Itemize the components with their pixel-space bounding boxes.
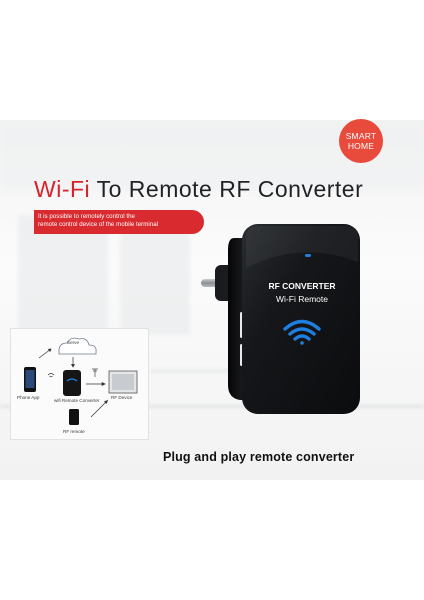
page-title: Wi-Fi To Remote RF Converter	[34, 176, 414, 206]
diagram-server-label: Serve	[67, 340, 80, 345]
diagram-converter-label: wifi Remote Converter	[54, 398, 100, 403]
antenna-icon	[92, 368, 98, 377]
badge-line2: HOME	[347, 141, 375, 151]
bottom-caption: Plug and play remote converter	[163, 450, 355, 464]
rf-remote-icon	[69, 409, 79, 425]
diagram-rf-remote-label: RF remote	[63, 429, 85, 434]
diagram-rf-device-label: RF Device	[111, 395, 133, 400]
device-label-2: Wi-Fi Remote	[276, 294, 328, 304]
device-label-1: RF CONVERTER	[268, 281, 335, 291]
diagram-phone-label: Phone App	[17, 395, 40, 400]
title-rest: To Remote RF Converter	[90, 176, 364, 202]
converter-small-icon	[63, 370, 81, 396]
background-desk-line	[0, 405, 424, 408]
status-led-icon	[305, 254, 311, 257]
background-shelf-line	[150, 370, 240, 372]
background-window-mid	[120, 225, 190, 335]
subtitle-line2: remote control device of the mobile term…	[38, 221, 159, 228]
title-wifi: Wi-Fi	[34, 176, 91, 202]
badge-line1: SMART	[345, 131, 377, 141]
device-glare	[246, 226, 358, 268]
subtitle-bar: It is possible to remotely control the r…	[34, 210, 204, 234]
wifi-mark-phone-icon	[47, 373, 55, 376]
diagram-arrows	[38, 348, 109, 418]
smart-home-badge: SMART HOME	[339, 119, 383, 163]
rf-device-panel	[112, 374, 134, 390]
wifi-icon	[283, 319, 321, 345]
background-window-left	[18, 215, 108, 335]
diagram-graphics	[24, 337, 138, 425]
connection-diagram: Serve Phone App wifi Remote Converter RF…	[10, 328, 149, 440]
device-front	[242, 224, 360, 414]
cloud-server-icon	[58, 337, 97, 355]
subtitle-line1: It is possible to remotely control the	[38, 213, 135, 220]
phone-screen	[25, 370, 35, 388]
